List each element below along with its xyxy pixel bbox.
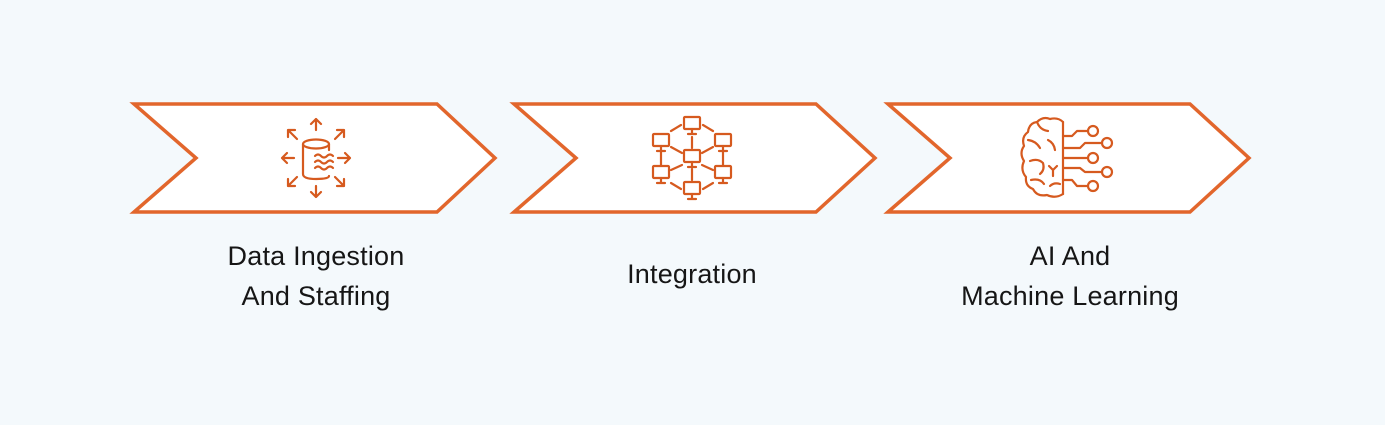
monitor-lower-left <box>651 164 671 185</box>
database-distribution-icon <box>280 117 352 199</box>
step-1-label: Data Ingestion And Staffing <box>228 236 405 316</box>
step-3-label: AI And Machine Learning <box>961 236 1179 316</box>
monitor-top <box>682 115 702 136</box>
step-1-label-line-1: Data Ingestion <box>227 241 405 271</box>
step-3-label-line-2: Machine Learning <box>961 281 1179 311</box>
monitor-upper-right <box>713 132 733 153</box>
network-computers-icon <box>651 115 733 201</box>
brain-circuit-icon <box>1020 116 1114 198</box>
step-2-chevron <box>509 102 878 214</box>
step-1-chevron <box>129 102 498 214</box>
monitor-center <box>682 148 702 169</box>
monitor-bottom <box>682 180 702 201</box>
step-2-label: Integration <box>627 254 757 294</box>
monitor-lower-right <box>713 164 733 185</box>
step-2-label-line-1: Integration <box>627 259 757 289</box>
step-1-label-line-2: And Staffing <box>241 281 391 311</box>
step-3-label-line-1: AI And <box>1029 241 1111 271</box>
monitor-upper-left <box>651 132 671 153</box>
